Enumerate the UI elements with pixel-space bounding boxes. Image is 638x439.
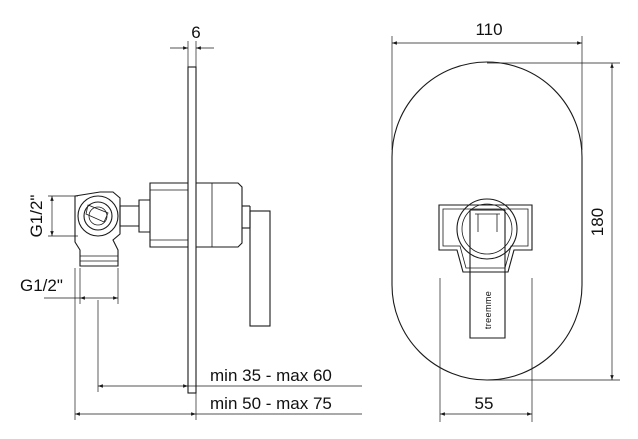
outlet-thread-label: G1/2" xyxy=(20,276,63,295)
lever-handle-side xyxy=(249,210,271,327)
depth-range-2-label: min 50 - max 75 xyxy=(210,394,332,413)
brand-logo-text: treemme xyxy=(483,291,493,329)
lever-handle-front: treemme xyxy=(469,209,506,339)
half-width-label: 55 xyxy=(475,394,494,413)
front-view: treemme 110 180 55 xyxy=(391,20,620,422)
valve-body xyxy=(119,182,188,248)
outlet-thread-dimension: G1/2" xyxy=(20,268,119,304)
height-dimension: 180 xyxy=(487,62,620,381)
inlet-fitting xyxy=(74,191,121,267)
thickness-dimension: 6 xyxy=(170,23,214,67)
cover-bell xyxy=(196,182,251,248)
inlet-thread-dimension: G1/2" xyxy=(27,195,78,238)
depth-dimensions: min 35 - max 60 min 50 - max 75 xyxy=(74,268,362,420)
height-label: 180 xyxy=(588,208,607,236)
half-width-dimension: 55 xyxy=(439,278,533,422)
thickness-label: 6 xyxy=(191,23,200,42)
inlet-thread-label: G1/2" xyxy=(27,195,46,238)
knob-outer-ring xyxy=(456,198,518,260)
width-dimension: 110 xyxy=(391,20,583,150)
oval-plate xyxy=(391,61,583,381)
depth-range-1-label: min 35 - max 60 xyxy=(210,366,332,385)
side-view: 6 G1/2" G1/2" min 35 - xyxy=(20,23,362,420)
knob-inner-ring xyxy=(461,203,513,255)
width-label: 110 xyxy=(475,20,502,39)
escutcheon xyxy=(438,204,533,273)
wall-plate xyxy=(187,66,197,394)
